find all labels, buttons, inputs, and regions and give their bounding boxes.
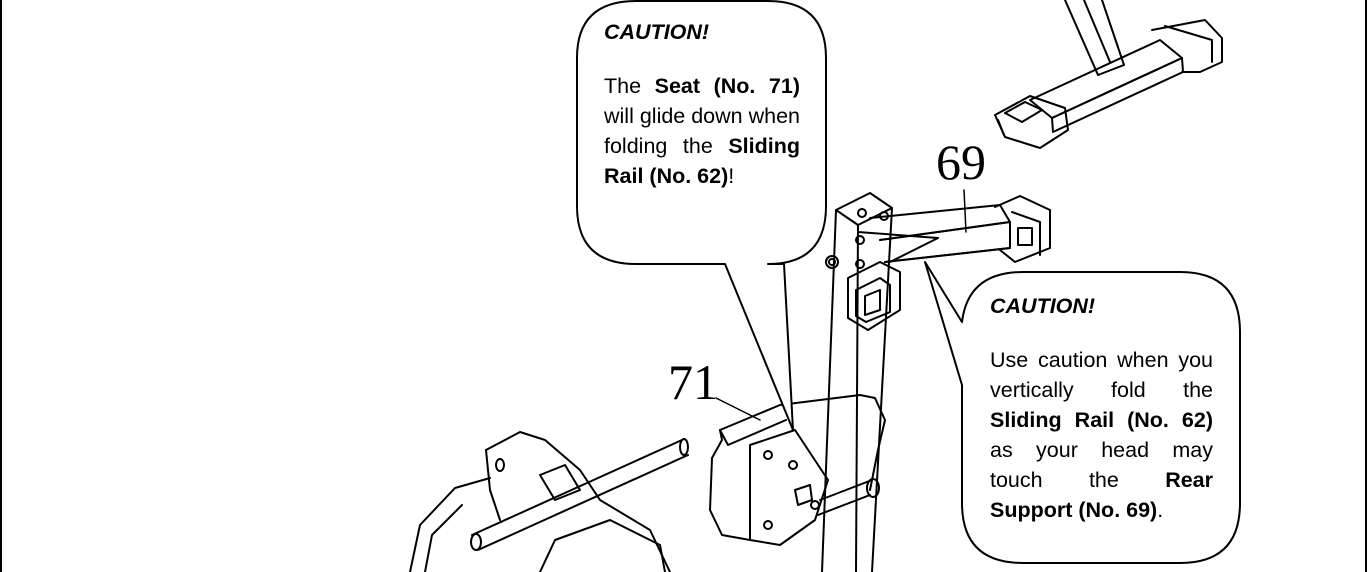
page-border-right <box>1365 0 1367 572</box>
caution-2-text-a: Use caution when you vertically fold the <box>990 348 1213 402</box>
caution-1-text-a: The <box>604 74 655 98</box>
caution-title-2: CAUTION! <box>990 294 1096 318</box>
caution-2-rail-ref: Sliding Rail (No. 62) <box>990 408 1213 432</box>
caution-bubble-2-outline <box>924 261 1241 564</box>
caution-1-text-c: ! <box>728 164 735 188</box>
caution-1-rail-ref: Sliding Rail (No. 62) <box>604 134 800 188</box>
main-frame-drawing <box>409 431 689 572</box>
front-stabilizer-drawing <box>994 0 1223 149</box>
caution-2-text-c: . <box>1157 498 1164 522</box>
caution-box-2: CAUTION! Use caution when you vertically… <box>990 291 1213 525</box>
leader-line-69 <box>963 189 967 233</box>
caution-2-text-b: as your head may touch the <box>990 438 1213 492</box>
caution-1-text-b: will glide down when folding the <box>604 104 800 158</box>
caution-bubble-1-outline <box>576 0 827 431</box>
page-border-left <box>0 0 2 572</box>
caution-2-rear-support-ref: Rear Support (No. 69) <box>990 468 1213 522</box>
part-label-71: 71 <box>668 354 718 410</box>
caution-title-1: CAUTION! <box>604 20 710 44</box>
seat-drawing <box>709 394 886 546</box>
caution-box-1: CAUTION! The Seat (No. 71) will glide do… <box>604 17 800 191</box>
part-label-69: 69 <box>936 134 986 190</box>
rear-support-drawing <box>847 195 1051 331</box>
sliding-rail-drawing <box>821 192 893 572</box>
caution-1-seat-ref: Seat (No. 71) <box>654 74 800 98</box>
leader-line-71 <box>715 397 761 421</box>
